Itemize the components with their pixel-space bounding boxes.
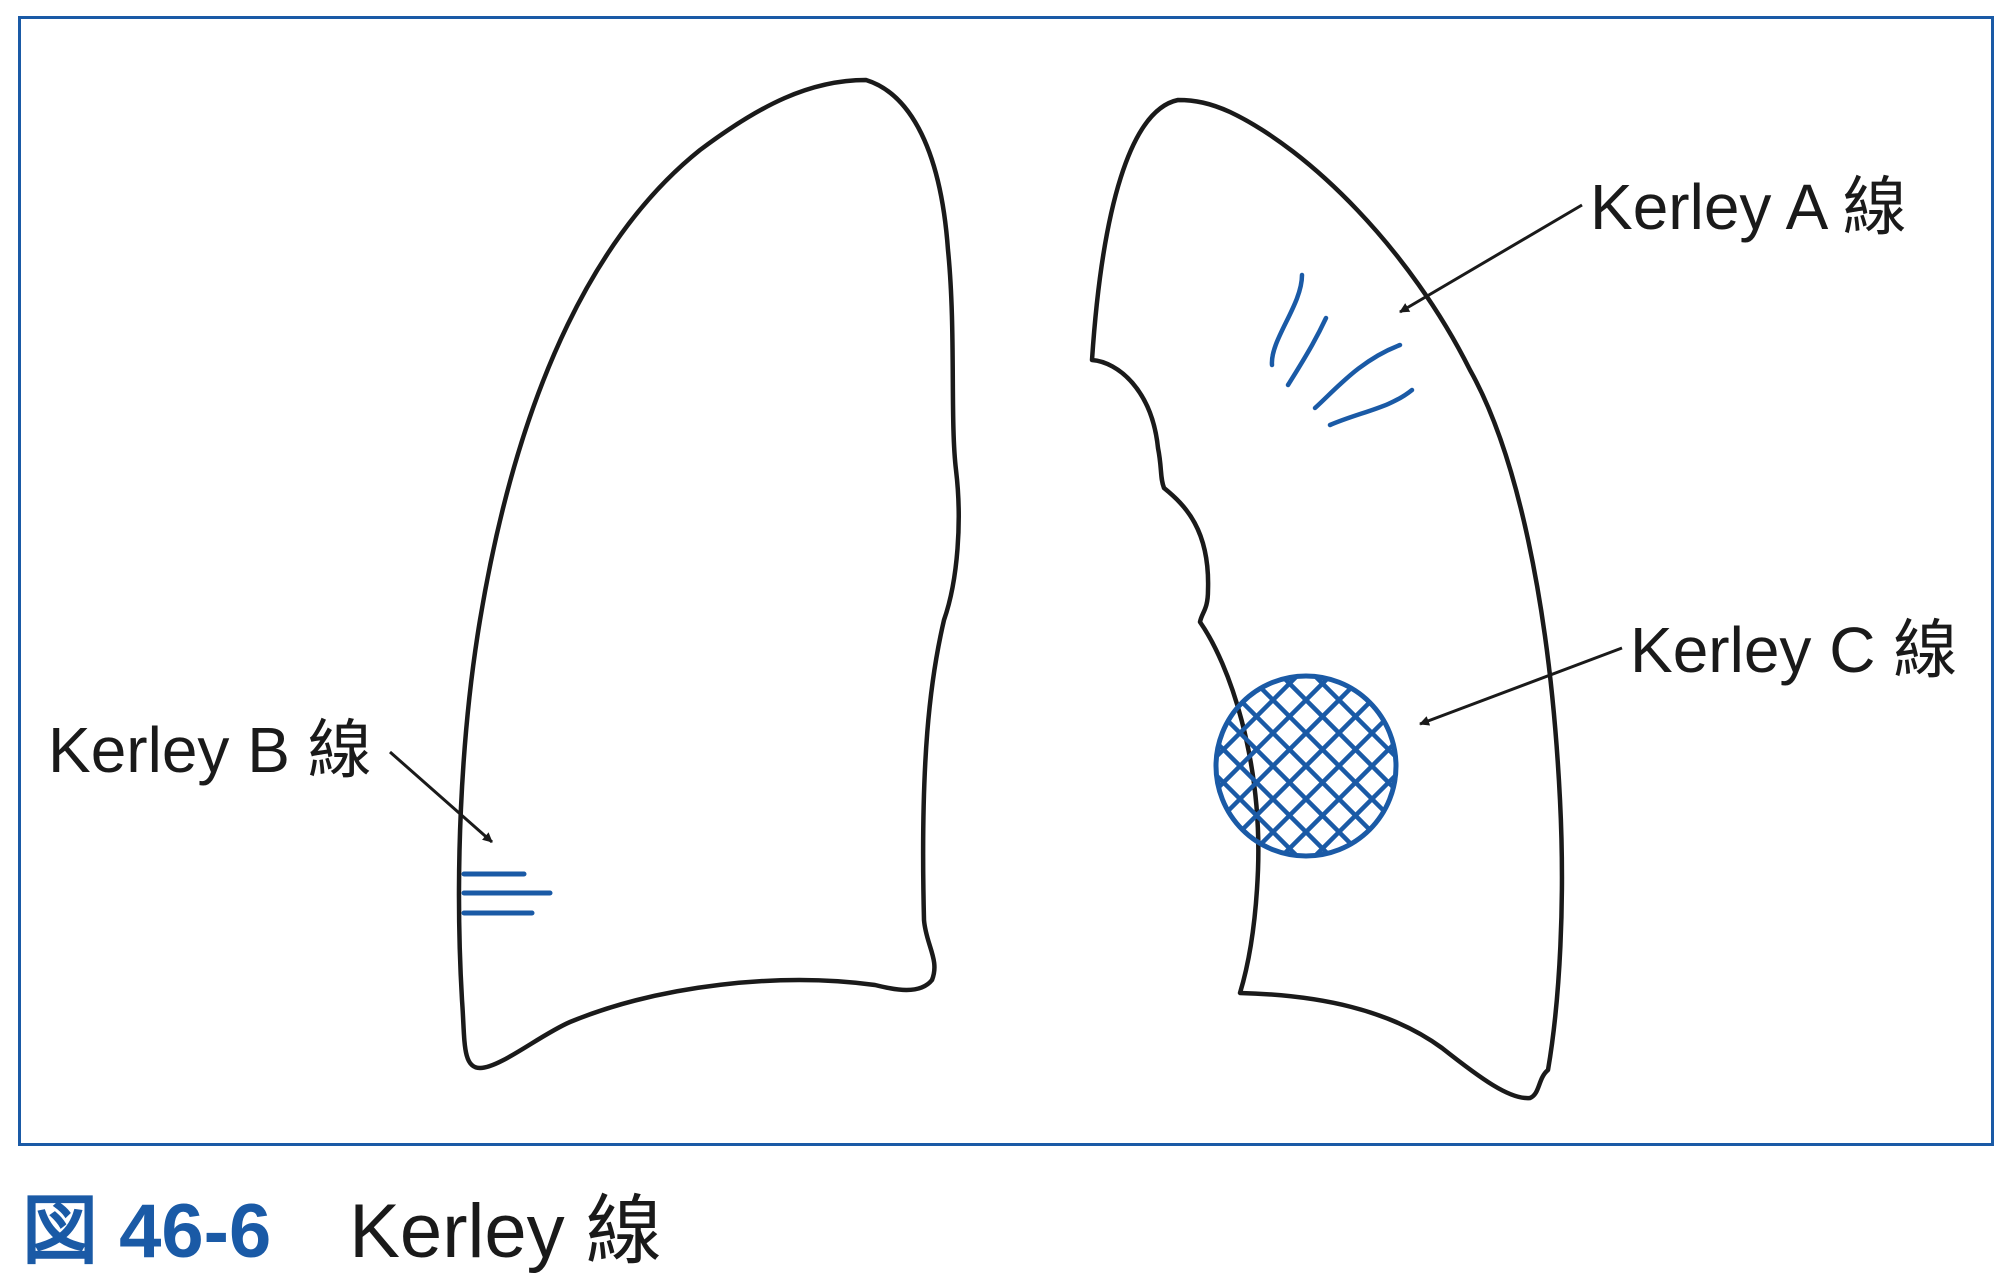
left-lung-outline <box>1092 100 1562 1098</box>
mesh-line <box>1006 631 1276 901</box>
mesh-line <box>1072 631 1342 901</box>
figure-number: 図 46-6 <box>22 1194 271 1270</box>
kerley-a-label: Kerley A 線 <box>1590 175 1907 239</box>
figure-caption: 図 46-6 Kerley 線 <box>22 1192 662 1272</box>
kerley-c-label: Kerley C 線 <box>1630 618 1957 682</box>
right-lung-outline <box>459 80 959 1068</box>
kerley-b-lines <box>464 874 550 913</box>
kerley-b-label: Kerley B 線 <box>48 718 372 782</box>
arrow-kerley-c <box>1420 648 1622 724</box>
mesh-line <box>1039 631 1309 901</box>
mesh-line <box>1303 631 1573 901</box>
arrow-kerley-a <box>1400 205 1582 312</box>
mesh-line <box>1138 631 1408 901</box>
mesh-line <box>1072 631 1342 901</box>
arrow-kerley-b <box>390 752 492 842</box>
kerley-a-line-3 <box>1315 345 1400 408</box>
kerley-a-line-1 <box>1272 275 1302 365</box>
kerley-a-line-2 <box>1288 318 1326 385</box>
kerley-a-line-4 <box>1330 390 1412 425</box>
mesh-line <box>1204 631 1474 901</box>
mesh-line <box>1270 631 1540 901</box>
mesh-line <box>1039 631 1309 901</box>
mesh-line <box>1171 631 1441 901</box>
figure-title: Kerley 線 <box>349 1194 662 1270</box>
mesh-line <box>1006 631 1276 901</box>
kerley-a-lines <box>1272 275 1412 425</box>
mesh-line <box>1336 631 1606 901</box>
mesh-line <box>1105 631 1375 901</box>
mesh-line <box>1270 631 1540 901</box>
mesh-line <box>1303 631 1573 901</box>
kerley-c-mesh <box>1006 631 1606 901</box>
mesh-line <box>1237 631 1507 901</box>
mesh-line <box>1336 631 1606 901</box>
